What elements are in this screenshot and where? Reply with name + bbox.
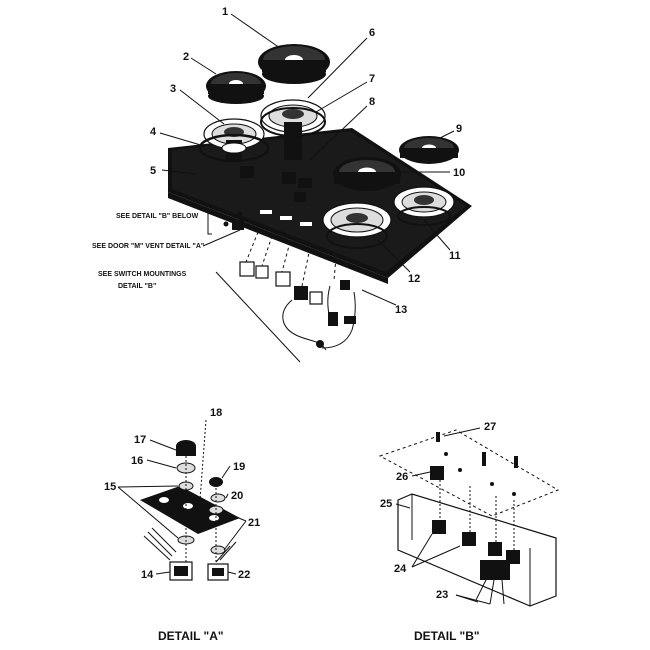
washer-20 xyxy=(210,493,226,503)
surface-element-10 xyxy=(333,157,401,191)
callout-18: 18 xyxy=(210,407,222,419)
cooktop-assembly xyxy=(168,44,472,351)
receptacle-blocks xyxy=(240,166,312,202)
callout-22: 22 xyxy=(238,569,250,581)
callout-13: 13 xyxy=(395,304,407,316)
drip-pan-7 xyxy=(260,99,326,160)
detail-b-panel xyxy=(378,429,560,517)
knob-19 xyxy=(209,477,223,487)
callout-leaders-main xyxy=(159,13,455,363)
detail-b-bracket xyxy=(207,209,212,235)
callout-20: 20 xyxy=(231,490,243,502)
detail-b-wires xyxy=(475,579,505,605)
callout-2: 2 xyxy=(183,51,189,63)
callout-27: 27 xyxy=(484,421,496,433)
callout-9: 9 xyxy=(456,123,462,135)
callout-24: 24 xyxy=(394,563,407,575)
note-vent-detail-a: SEE DOOR "M" VENT DETAIL "A" xyxy=(92,243,204,250)
callout-4: 4 xyxy=(150,126,157,138)
callout-1: 1 xyxy=(222,6,228,18)
infinite-switches xyxy=(239,261,323,305)
detail-a-assembly xyxy=(140,419,240,581)
detail-a-wires xyxy=(143,527,237,563)
knob-17 xyxy=(176,440,196,456)
switch-housing xyxy=(397,493,557,607)
callout-7: 7 xyxy=(369,73,375,85)
explode-lines xyxy=(245,231,337,287)
bracket-26 xyxy=(430,466,444,480)
reference-notes: SEE DETAIL "B" BELOW SEE DOOR "M" VENT D… xyxy=(92,213,204,290)
callout-16: 16 xyxy=(131,455,143,467)
switch-22 xyxy=(207,563,229,581)
panel-screws xyxy=(436,432,518,496)
callout-leaders-detail-b xyxy=(395,427,491,605)
callout-12: 12 xyxy=(408,273,420,285)
callout-3: 3 xyxy=(170,83,176,95)
callout-14: 14 xyxy=(141,569,154,581)
surface-element-2 xyxy=(206,71,266,104)
detail-a-plate xyxy=(140,486,240,534)
callout-17: 17 xyxy=(134,434,146,446)
callout-11: 11 xyxy=(449,250,461,262)
switch-14 xyxy=(169,561,193,581)
wiring-harness xyxy=(282,280,356,351)
callout-19: 19 xyxy=(233,461,245,473)
callout-25: 25 xyxy=(380,498,392,510)
drip-pan-12 xyxy=(322,202,392,249)
caption-detail-a: DETAIL "A" xyxy=(158,629,224,643)
callout-23: 23 xyxy=(436,589,448,601)
note-switch-mountings-detail: DETAIL "B" xyxy=(118,283,156,290)
surface-element-9 xyxy=(399,136,459,164)
caption-detail-b: DETAIL "B" xyxy=(414,629,480,643)
callout-26: 26 xyxy=(396,471,408,483)
callout-numbers: 1 2 3 4 5 6 7 8 9 10 11 12 13 14 15 16 1… xyxy=(104,6,496,601)
detail-b-assembly xyxy=(378,429,560,607)
callout-21: 21 xyxy=(248,517,260,529)
callout-6: 6 xyxy=(369,27,375,39)
trim-ring-4 xyxy=(198,133,270,163)
vent-screw xyxy=(223,211,244,230)
callout-5: 5 xyxy=(150,165,156,177)
drip-pan-11 xyxy=(393,186,455,226)
control-knob-slots xyxy=(260,210,312,226)
callout-leaders-detail-a xyxy=(117,439,247,575)
callout-8: 8 xyxy=(369,96,375,108)
detail-b-switches xyxy=(432,520,520,580)
washer-21b xyxy=(210,545,226,555)
note-detail-b-below: SEE DETAIL "B" BELOW xyxy=(116,213,199,220)
callout-10: 10 xyxy=(453,167,465,179)
surface-element-1 xyxy=(258,44,330,84)
note-switch-mountings: SEE SWITCH MOUNTINGS xyxy=(98,271,187,278)
callout-15: 15 xyxy=(104,481,116,493)
